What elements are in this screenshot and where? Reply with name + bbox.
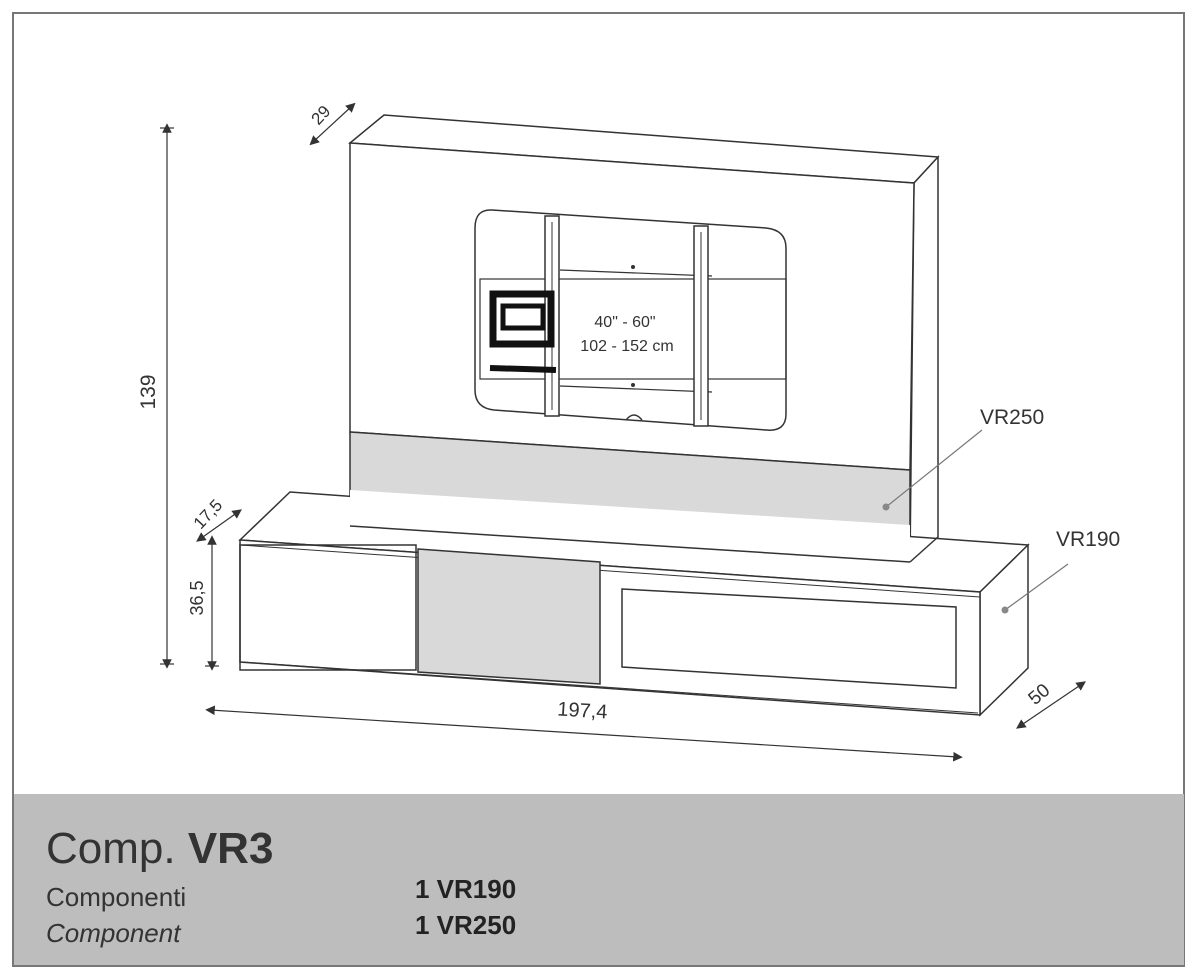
dim-depth-top: 29 <box>308 102 335 129</box>
tv-size-inches: 40" - 60" <box>594 314 655 331</box>
component-item: 1 VR250 <box>415 910 517 940</box>
component-item: 1 VR190 <box>415 874 517 904</box>
dim-height-total: 139 <box>137 374 160 409</box>
leader-lines <box>882 429 1069 614</box>
label-vr250: VR250 <box>980 406 1044 429</box>
base-cabinet <box>238 490 1030 717</box>
cabinet-left-door <box>239 544 417 671</box>
dimension-lines <box>160 102 1086 762</box>
title-prefix: Comp. <box>46 824 176 873</box>
tv-size-cm: 102 - 152 cm <box>580 338 673 355</box>
composition-title: Comp. VR3 <box>46 824 273 874</box>
label-vr190: VR190 <box>1056 528 1120 551</box>
dim-width: 197,4 <box>557 698 608 723</box>
footer-panel: Comp. VR3 Componenti Component 1 VR190 1… <box>14 794 1184 965</box>
components-label-en: Component <box>46 918 181 948</box>
title-code: VR3 <box>187 824 274 873</box>
cabinet-middle-door <box>417 548 601 685</box>
dim-cabinet-height: 36,5 <box>187 580 207 615</box>
dim-plinth-depth: 17,5 <box>190 496 226 533</box>
components-label-it: Componenti <box>46 882 187 912</box>
cabinet-glass-door <box>621 588 957 689</box>
tv-mount <box>474 209 787 431</box>
